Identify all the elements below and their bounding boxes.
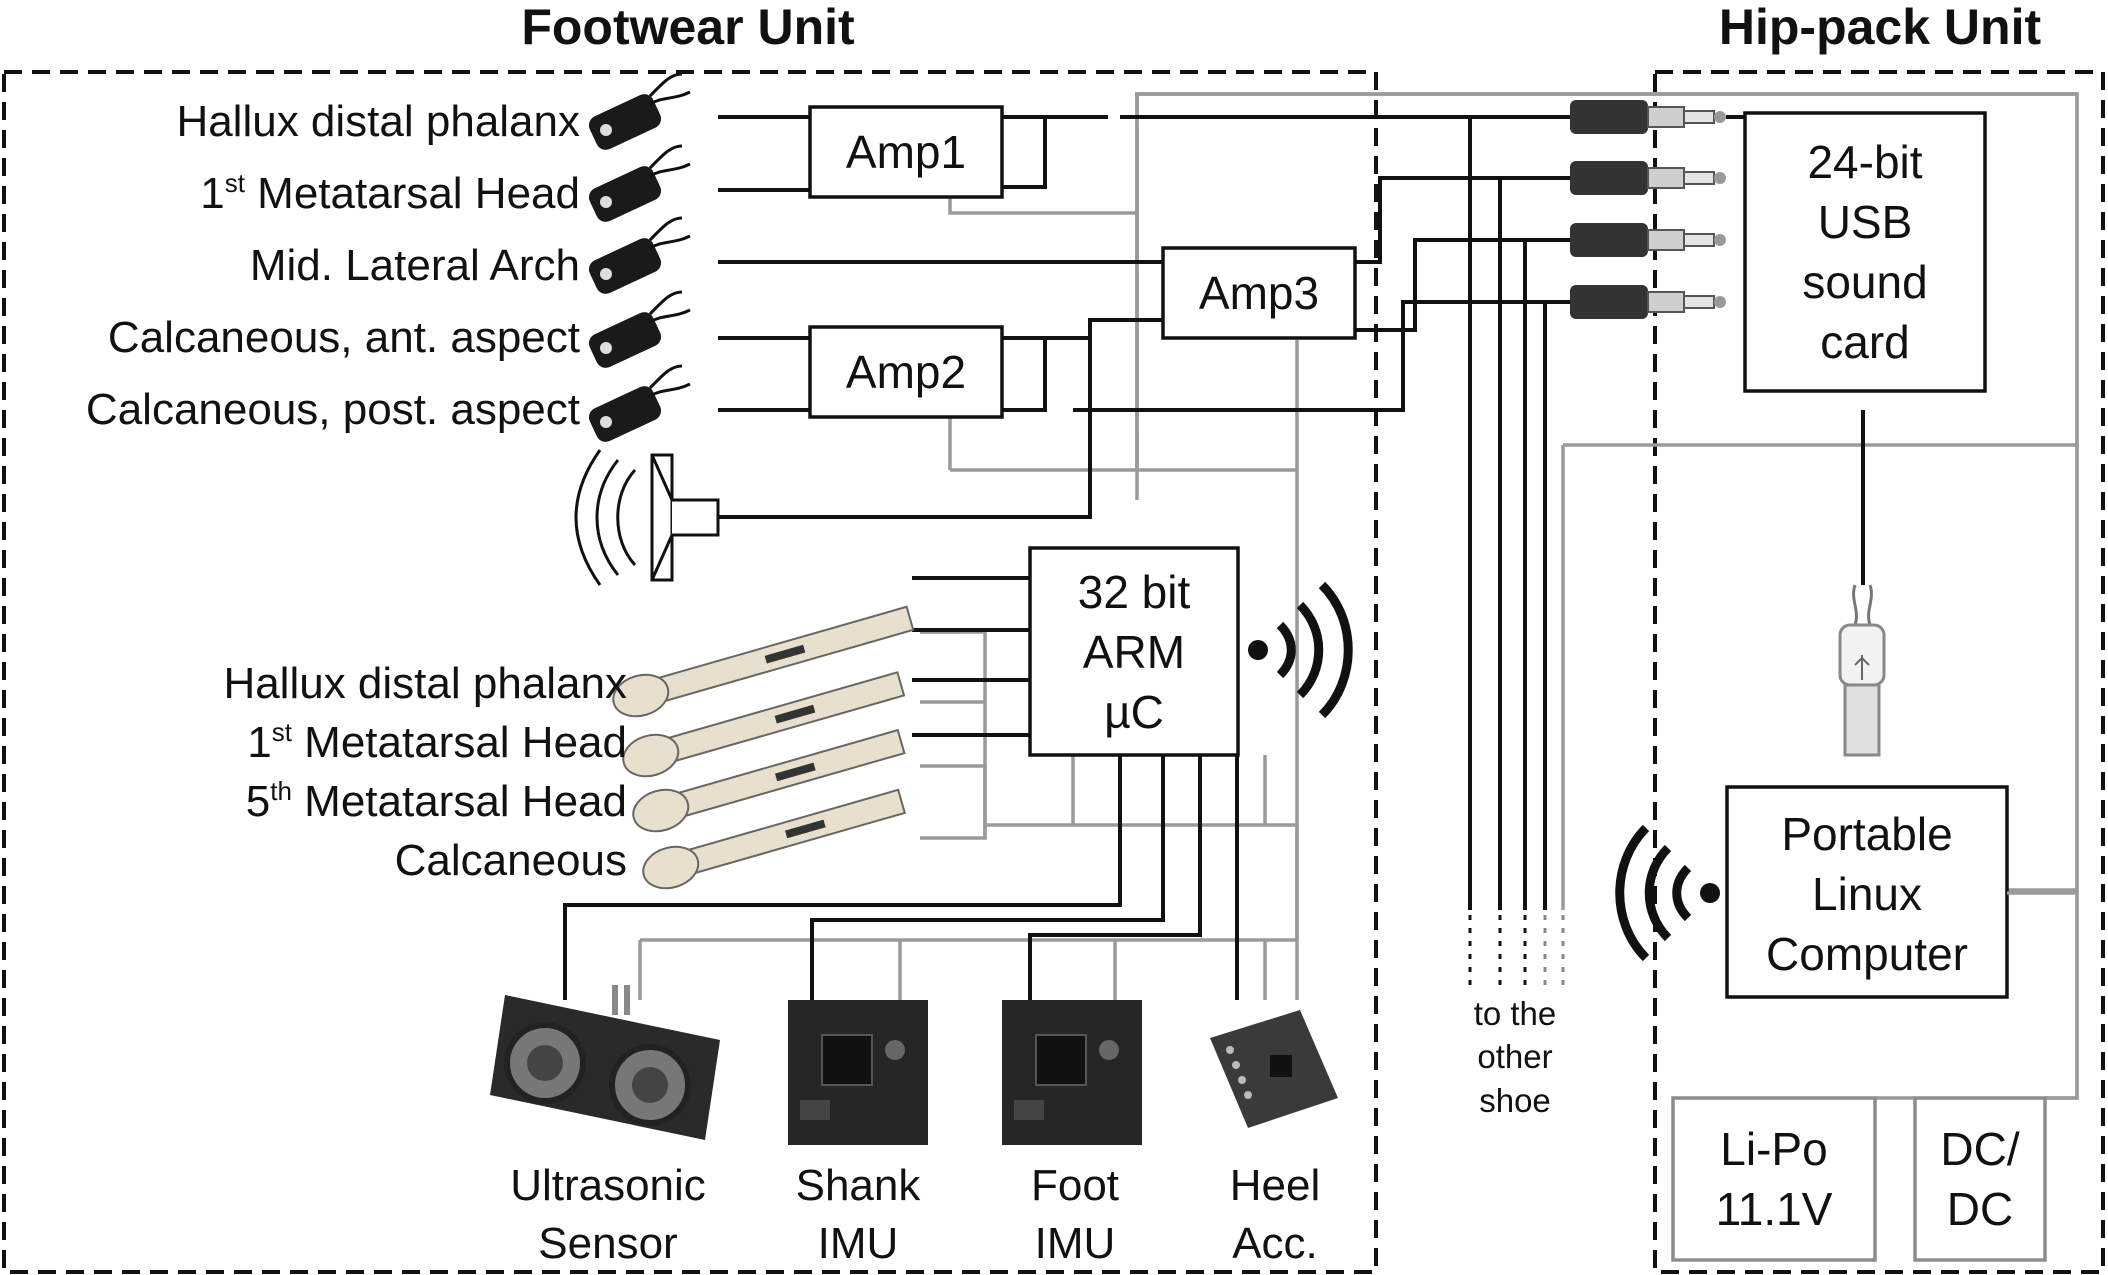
other-shoe-dots [1468, 915, 1565, 985]
amp3-block: Amp3 [1161, 246, 1357, 340]
fsr-sensor-icon [632, 728, 906, 833]
audio-jack-icon [1570, 161, 1726, 195]
dcdc-converter-block: DC/ DC [1913, 1096, 2047, 1262]
shank-imu-icon [788, 1000, 928, 1145]
fsr-label: 5th Metatarsal Head [246, 776, 627, 826]
gray-power-network [638, 92, 2079, 1100]
bottom-labels: Ultrasonic Sensor Shank IMU Foot IMU Hee… [510, 1161, 1320, 1268]
svg-text:32 bit: 32 bit [1078, 566, 1191, 618]
mic-label: Mid. Lateral Arch [250, 241, 580, 290]
mic-labels: Hallux distal phalanx 1st Metatarsal Hea… [86, 97, 580, 434]
contact-microphones [588, 72, 691, 442]
fsr-labels: Hallux distal phalanx 1st Metatarsal Hea… [223, 659, 627, 885]
force-sensors [612, 605, 915, 890]
sensor-label: Foot [1031, 1161, 1119, 1210]
contact-mic-icon [588, 72, 691, 150]
svg-text:24-bit: 24-bit [1807, 136, 1922, 188]
audio-jacks [1570, 100, 1745, 319]
contact-mic-icon [588, 144, 691, 222]
audio-jack-icon [1570, 100, 1726, 134]
svg-text:Amp1: Amp1 [846, 126, 966, 178]
usb-sound-card-block: 24-bit USB sound card [1743, 111, 1987, 393]
amp2-block: Amp2 [808, 325, 1004, 419]
audio-jack-icon [1570, 223, 1726, 257]
fsr-label: Hallux distal phalanx [223, 659, 627, 708]
svg-text:11.1V: 11.1V [1716, 1183, 1833, 1235]
svg-text:Amp2: Amp2 [846, 346, 966, 398]
mic-label: Hallux distal phalanx [176, 97, 580, 146]
foot-imu-icon [1002, 1000, 1142, 1145]
fsr-label: 1st Metatarsal Head [247, 717, 627, 767]
amp1-block: Amp1 [808, 105, 1004, 199]
sensor-label: Heel [1230, 1161, 1321, 1210]
svg-text:DC/: DC/ [1940, 1123, 2019, 1175]
svg-text:other: other [1477, 1038, 1552, 1075]
svg-text:Portable: Portable [1781, 808, 1952, 860]
sensor-label: Shank [796, 1161, 922, 1210]
svg-text:card: card [1820, 316, 1909, 368]
sensor-label: IMU [818, 1219, 899, 1268]
svg-text:ARM: ARM [1083, 626, 1185, 678]
fsr-sensor-icon [622, 671, 906, 778]
contact-mic-icon [588, 216, 691, 294]
portable-linux-computer-block: Portable Linux Computer [1725, 785, 2009, 999]
usb-plug-icon [1838, 584, 1886, 757]
sensor-label: Acc. [1232, 1219, 1318, 1268]
fsr-sensor-icon [642, 788, 907, 890]
svg-text:µC: µC [1104, 686, 1164, 738]
svg-text:Linux: Linux [1812, 868, 1922, 920]
sensor-label: Ultrasonic [510, 1161, 706, 1210]
wireless-icon-footwear [1248, 581, 1353, 719]
wireless-icon-hippack [1615, 824, 1720, 962]
svg-text:USB: USB [1818, 196, 1913, 248]
svg-text:DC: DC [1947, 1183, 2013, 1235]
mic-label: Calcaneous, ant. aspect [108, 313, 580, 362]
sensor-label: Sensor [538, 1219, 677, 1268]
contact-mic-icon [588, 364, 691, 442]
arm-microcontroller-block: 32 bit ARM µC [1028, 546, 1240, 757]
svg-text:Computer: Computer [1766, 928, 1968, 980]
speaker-icon [574, 449, 720, 586]
hippack-unit-title: Hip-pack Unit [1719, 0, 2042, 55]
fsr-label: Calcaneous [395, 836, 627, 885]
audio-jack-icon [1570, 285, 1726, 319]
heel-accelerometer-icon [1210, 1010, 1338, 1128]
signal-wiring [563, 115, 1865, 1000]
other-shoe-label: to the other shoe [1474, 995, 1557, 1119]
mic-label: Calcaneous, post. aspect [86, 385, 580, 434]
svg-text:Amp3: Amp3 [1199, 267, 1319, 319]
contact-mic-icon [588, 290, 691, 368]
footwear-unit-title: Footwear Unit [521, 0, 855, 55]
mic-label: 1st Metatarsal Head [200, 168, 580, 218]
sensor-label: IMU [1035, 1219, 1116, 1268]
svg-text:shoe: shoe [1479, 1082, 1551, 1119]
fsr-sensor-icon [612, 605, 915, 718]
svg-text:sound: sound [1802, 256, 1927, 308]
ultrasonic-sensor-icon [490, 985, 720, 1140]
svg-text:Li-Po: Li-Po [1720, 1123, 1827, 1175]
svg-text:to the: to the [1474, 995, 1557, 1032]
hippack-unit-frame [1653, 70, 2105, 1274]
footwear-unit-frame [2, 70, 1378, 1274]
lipo-battery-block: Li-Po 11.1V [1671, 1096, 1877, 1262]
